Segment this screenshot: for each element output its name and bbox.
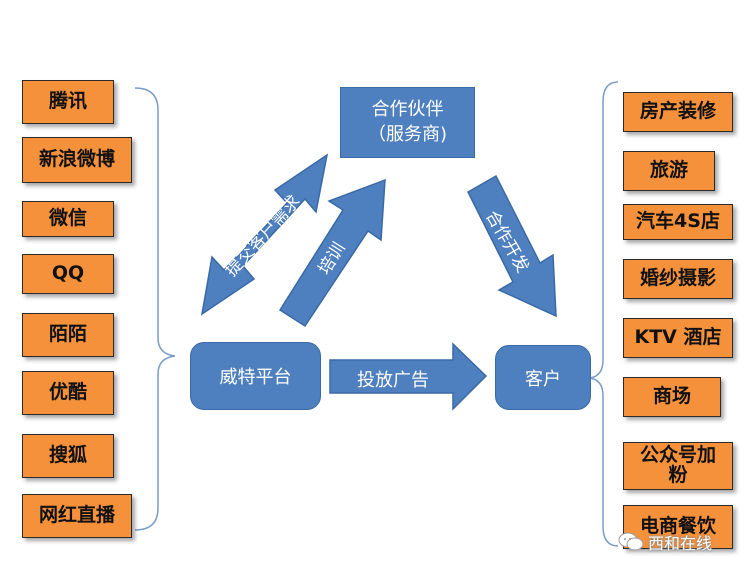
right-item-mall: 商场 xyxy=(623,377,721,417)
left-item-momo: 陌陌 xyxy=(22,313,114,357)
platform-box: 威特平台 xyxy=(190,342,321,410)
right-bracket xyxy=(589,81,619,547)
left-item-youku: 优酷 xyxy=(22,371,114,415)
left-item-wechat: 微信 xyxy=(22,201,114,237)
left-item-qq: QQ xyxy=(22,254,114,294)
partner-label-line2: （服务商) xyxy=(367,123,448,145)
training-arrow xyxy=(278,178,386,328)
advertise-label: 投放广告 xyxy=(357,370,429,391)
left-item-live-streaming: 网红直播 xyxy=(22,494,132,538)
left-bracket xyxy=(134,87,176,531)
right-item-official-account: 公众号加粉 xyxy=(623,442,733,490)
left-item-tencent: 腾讯 xyxy=(22,80,114,124)
right-item-car-dealer: 汽车4S店 xyxy=(623,204,733,240)
submit-needs-arrow xyxy=(200,153,329,316)
watermark: 西和在线 xyxy=(618,530,712,554)
left-item-sina-weibo: 新浪微博 xyxy=(22,137,132,183)
wechat-icon xyxy=(618,532,644,552)
partner-label-line1: 合作伙伴 xyxy=(371,99,444,121)
advertise-arrow xyxy=(329,342,488,411)
cooperate-arrow xyxy=(467,174,557,318)
partner-box: 合作伙伴 （服务商) xyxy=(340,87,475,158)
watermark-text: 西和在线 xyxy=(648,534,713,553)
customer-box: 客户 xyxy=(495,345,591,410)
right-item-travel: 旅游 xyxy=(623,151,715,191)
right-item-ktv-hotel: KTV 酒店 xyxy=(623,318,733,358)
right-item-ecommerce-catering: 电商餐饮 xyxy=(623,505,733,549)
left-item-sohu: 搜狐 xyxy=(22,434,114,478)
right-item-real-estate: 房产装修 xyxy=(623,92,733,132)
right-item-wedding-photo: 婚纱摄影 xyxy=(623,259,733,299)
